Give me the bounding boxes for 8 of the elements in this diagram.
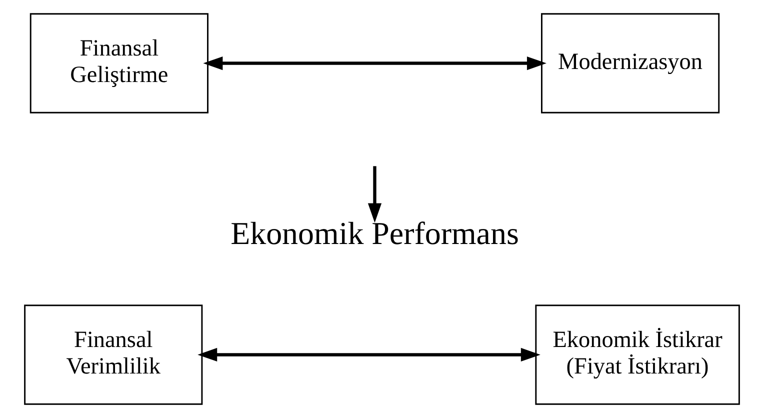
node-box: Finansal Verimlilik: [24, 304, 203, 405]
arrow: [203, 56, 546, 70]
node-box: Ekonomik İstikrar (Fiyat İstikrarı): [535, 304, 740, 405]
arrow: [368, 166, 382, 223]
arrow: [198, 348, 540, 362]
node-text: Ekonomik Performans: [230, 216, 519, 251]
node-box: Finansal Geliştirme: [30, 13, 208, 114]
node-box: Modernizasyon: [541, 13, 720, 114]
